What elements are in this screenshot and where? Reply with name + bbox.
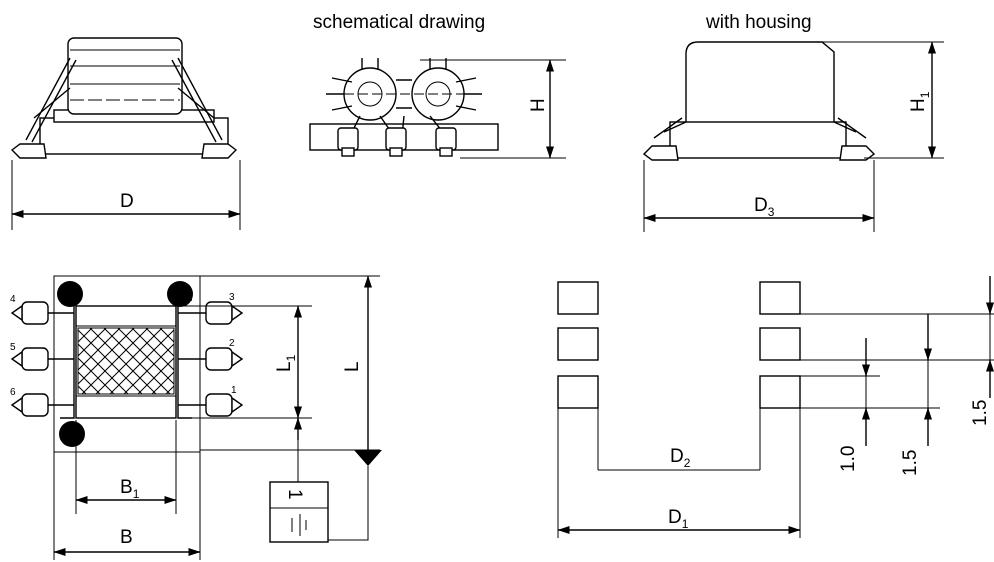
pin-4-label: 4 [10, 294, 16, 305]
mounting-dot-top-right [167, 281, 193, 307]
dimension-h1-label: H1 [908, 91, 932, 112]
top-view-pins-right [178, 301, 244, 417]
schematic-pin-1 [337, 127, 359, 151]
side-view: D [10, 37, 241, 230]
housing-terminal-right [839, 145, 876, 161]
housing-base [669, 121, 847, 159]
pin-6-label: 6 [10, 387, 16, 398]
pad-left-1 [557, 281, 599, 315]
pad-left-2 [557, 327, 599, 361]
dimension-d2-label: D2 [670, 446, 691, 470]
schematic-drawing-title: schematical drawing [313, 12, 486, 33]
pin-3-label: 3 [229, 292, 235, 303]
pin-5-label: 5 [10, 342, 16, 353]
side-view-terminal-right [201, 143, 238, 159]
marking-box [269, 481, 329, 543]
dimension-pad-pitch-2: 1.5 [900, 450, 921, 476]
housing-terminal-left [642, 145, 679, 161]
top-view-outline [53, 275, 201, 453]
top-view: 4 5 6 3 2 1 L1 L 1 [10, 275, 382, 560]
top-view-pins-left [10, 301, 74, 417]
dimension-d-label: D [120, 191, 134, 212]
pad-right-3 [759, 375, 801, 409]
schematic-view: H [309, 58, 566, 159]
dimension-h-label: H [528, 98, 549, 112]
mounting-dot-bottom-left [59, 421, 85, 447]
dimension-l1-label: L1 [274, 354, 298, 372]
schematic-pin-3 [435, 127, 457, 151]
side-view-terminal-left [10, 143, 47, 159]
pin-1-label: 1 [231, 385, 237, 396]
marking-symbol [291, 514, 307, 536]
dimension-d1-label: D1 [668, 507, 689, 531]
dimension-d3-label: D3 [754, 195, 775, 219]
top-view-winding [77, 327, 175, 395]
dimension-pad-pitch-1: 1.5 [970, 400, 991, 426]
dimension-b1-label: B1 [120, 477, 140, 501]
mounting-dot-top-left [57, 281, 83, 307]
pad-right-1 [759, 281, 801, 315]
pad-right-2 [759, 327, 801, 361]
marking-code: 1 [284, 489, 305, 500]
schematic-pin-2 [385, 127, 407, 151]
side-view-base [39, 117, 229, 155]
with-housing-title: with housing [706, 12, 812, 33]
side-view-coil [67, 37, 183, 115]
housing-cover [685, 41, 835, 127]
pin-2-label: 2 [229, 338, 235, 349]
dimension-b-label: B [120, 527, 133, 548]
footprint-view: D2 D1 1.0 1.5 1.5 [557, 276, 994, 538]
dimension-l-label: L [342, 361, 363, 372]
dimension-pad-width: 1.0 [838, 446, 859, 472]
housing-view: H1 D3 [642, 41, 944, 232]
pad-left-3 [557, 375, 599, 409]
ground-arrow [354, 450, 382, 466]
